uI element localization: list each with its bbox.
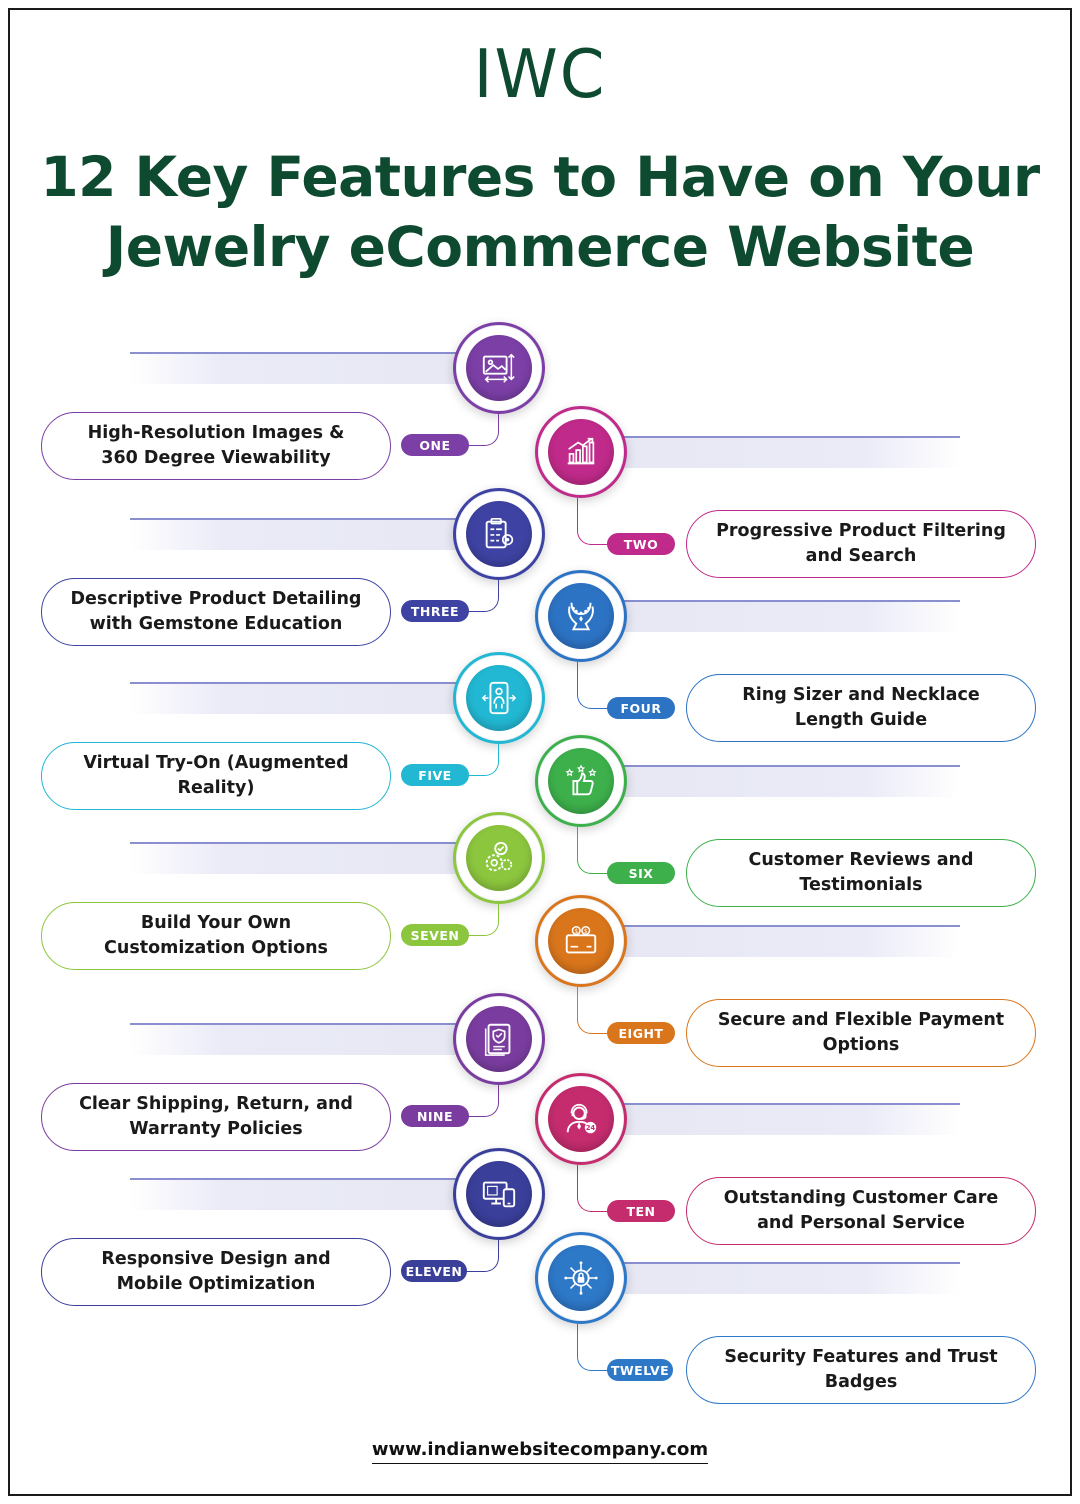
feature-icon-badge (535, 570, 627, 662)
feature-number-tag: TEN (607, 1200, 675, 1222)
brand-logo: IWC (473, 36, 607, 114)
image-resize-icon (482, 353, 515, 383)
security-lock-circuit-icon (564, 1261, 598, 1295)
title-line-2: Jewelry eCommerce Website (105, 215, 975, 279)
feature-connector (577, 987, 613, 1034)
feature-track (585, 765, 960, 797)
feature-icon-badge: 24 (535, 1073, 627, 1165)
feature-track (585, 436, 960, 468)
feature-track (585, 600, 960, 632)
website-link[interactable]: www.indianwebsitecompany.com (371, 1439, 709, 1464)
feature-number-tag: FIVE (401, 764, 469, 786)
feature-connector (577, 498, 613, 545)
gears-check-icon (485, 841, 513, 872)
feature-number-tag: SEVEN (401, 924, 469, 946)
feature-track (130, 518, 493, 550)
feature-item-six: SIX Customer Reviews and Testimonials (0, 735, 1080, 907)
feature-track (585, 925, 960, 957)
feature-label: Outstanding Customer Care and Personal S… (686, 1177, 1036, 1245)
feature-icon-badge (453, 1148, 545, 1240)
feature-icon-badge (535, 406, 627, 498)
feature-label: Responsive Design and Mobile Optimizatio… (41, 1238, 391, 1306)
feature-item-four: FOUR Ring Sizer and Necklace Length Guide (0, 570, 1080, 742)
svg-text:24: 24 (586, 1124, 596, 1132)
feature-number-tag: TWELVE (607, 1359, 673, 1381)
feature-label: Virtual Try-On (Augmented Reality) (41, 742, 391, 810)
page-title: 12 Key Features to Have on Your Jewelry … (0, 142, 1080, 282)
feature-track (585, 1103, 960, 1135)
feature-number-tag: THREE (401, 600, 469, 622)
feature-icon-badge (453, 993, 545, 1085)
feature-number-tag: SIX (607, 862, 675, 884)
feature-label: Build Your Own Customization Options (41, 902, 391, 970)
feature-label: Descriptive Product Detailing with Gemst… (41, 578, 391, 646)
feature-number-tag: ELEVEN (401, 1260, 467, 1282)
growth-chart-icon (567, 437, 595, 465)
feature-label: Progressive Product Filtering and Search (686, 510, 1036, 578)
feature-label: High-Resolution Images & 360 Degree View… (41, 412, 391, 480)
feature-track (130, 1023, 493, 1055)
feature-track (130, 352, 493, 384)
feature-connector (577, 827, 613, 874)
feature-label: Customer Reviews and Testimonials (686, 839, 1036, 907)
feature-icon-badge (453, 652, 545, 744)
feature-icon-badge (535, 1232, 627, 1324)
feature-item-twelve: TWELVE Security Features and Trust Badges (0, 1232, 1080, 1404)
feature-label: Security Features and Trust Badges (686, 1336, 1036, 1404)
feature-label: Ring Sizer and Necklace Length Guide (686, 674, 1036, 742)
svg-text:$: $ (584, 929, 588, 935)
feature-number-tag: TWO (607, 533, 675, 555)
feature-icon-badge (453, 322, 545, 414)
feature-track (130, 682, 493, 714)
title-line-1: 12 Key Features to Have on Your (40, 145, 1040, 209)
feature-item-one: ONE High-Resolution Images & 360 Degree V… (0, 322, 1080, 487)
svg-text:$: $ (574, 929, 578, 935)
necklace-bust-icon (568, 602, 594, 631)
feature-number-tag: EIGHT (607, 1022, 675, 1044)
footer: www.indianwebsitecompany.com (0, 1439, 1080, 1464)
feature-item-five: FIVE Virtual Try-On (Augmented Reality) (0, 652, 1080, 817)
feature-number-tag: NINE (401, 1105, 469, 1127)
devices-icon (482, 1181, 516, 1208)
feature-label: Clear Shipping, Return, and Warranty Pol… (41, 1083, 391, 1151)
feature-connector (577, 662, 613, 709)
feature-icon-badge (535, 735, 627, 827)
feature-track (585, 1262, 960, 1294)
feature-number-tag: FOUR (607, 697, 675, 719)
feature-item-three: THREE Descriptive Product Detailing with … (0, 488, 1080, 653)
feature-item-seven: SEVEN Build Your Own Customization Option… (0, 812, 1080, 977)
feature-item-two: TWO Progressive Product Filtering and Sea… (0, 406, 1080, 578)
feature-number-tag: ONE (401, 434, 469, 456)
card-payment-icon: $$ (565, 925, 597, 954)
feature-icon-badge (453, 488, 545, 580)
feature-label: Secure and Flexible Payment Options (686, 999, 1036, 1067)
feature-icon-badge: $$ (535, 895, 627, 987)
ar-phone-icon (481, 681, 517, 715)
feature-icon-badge (453, 812, 545, 904)
policy-document-icon (484, 1023, 511, 1056)
feature-track (130, 842, 493, 874)
feature-item-eleven: ELEVEN Responsive Design and Mobile Optim… (0, 1148, 1080, 1313)
feature-connector (577, 1165, 613, 1212)
thumbs-up-stars-icon (565, 764, 597, 796)
feature-track (130, 1178, 493, 1210)
feature-connector (577, 1324, 613, 1371)
support-agent-24-icon: 24 (566, 1103, 597, 1134)
clipboard-gear-icon (485, 517, 514, 549)
feature-item-nine: NINE Clear Shipping, Return, and Warranty… (0, 993, 1080, 1158)
